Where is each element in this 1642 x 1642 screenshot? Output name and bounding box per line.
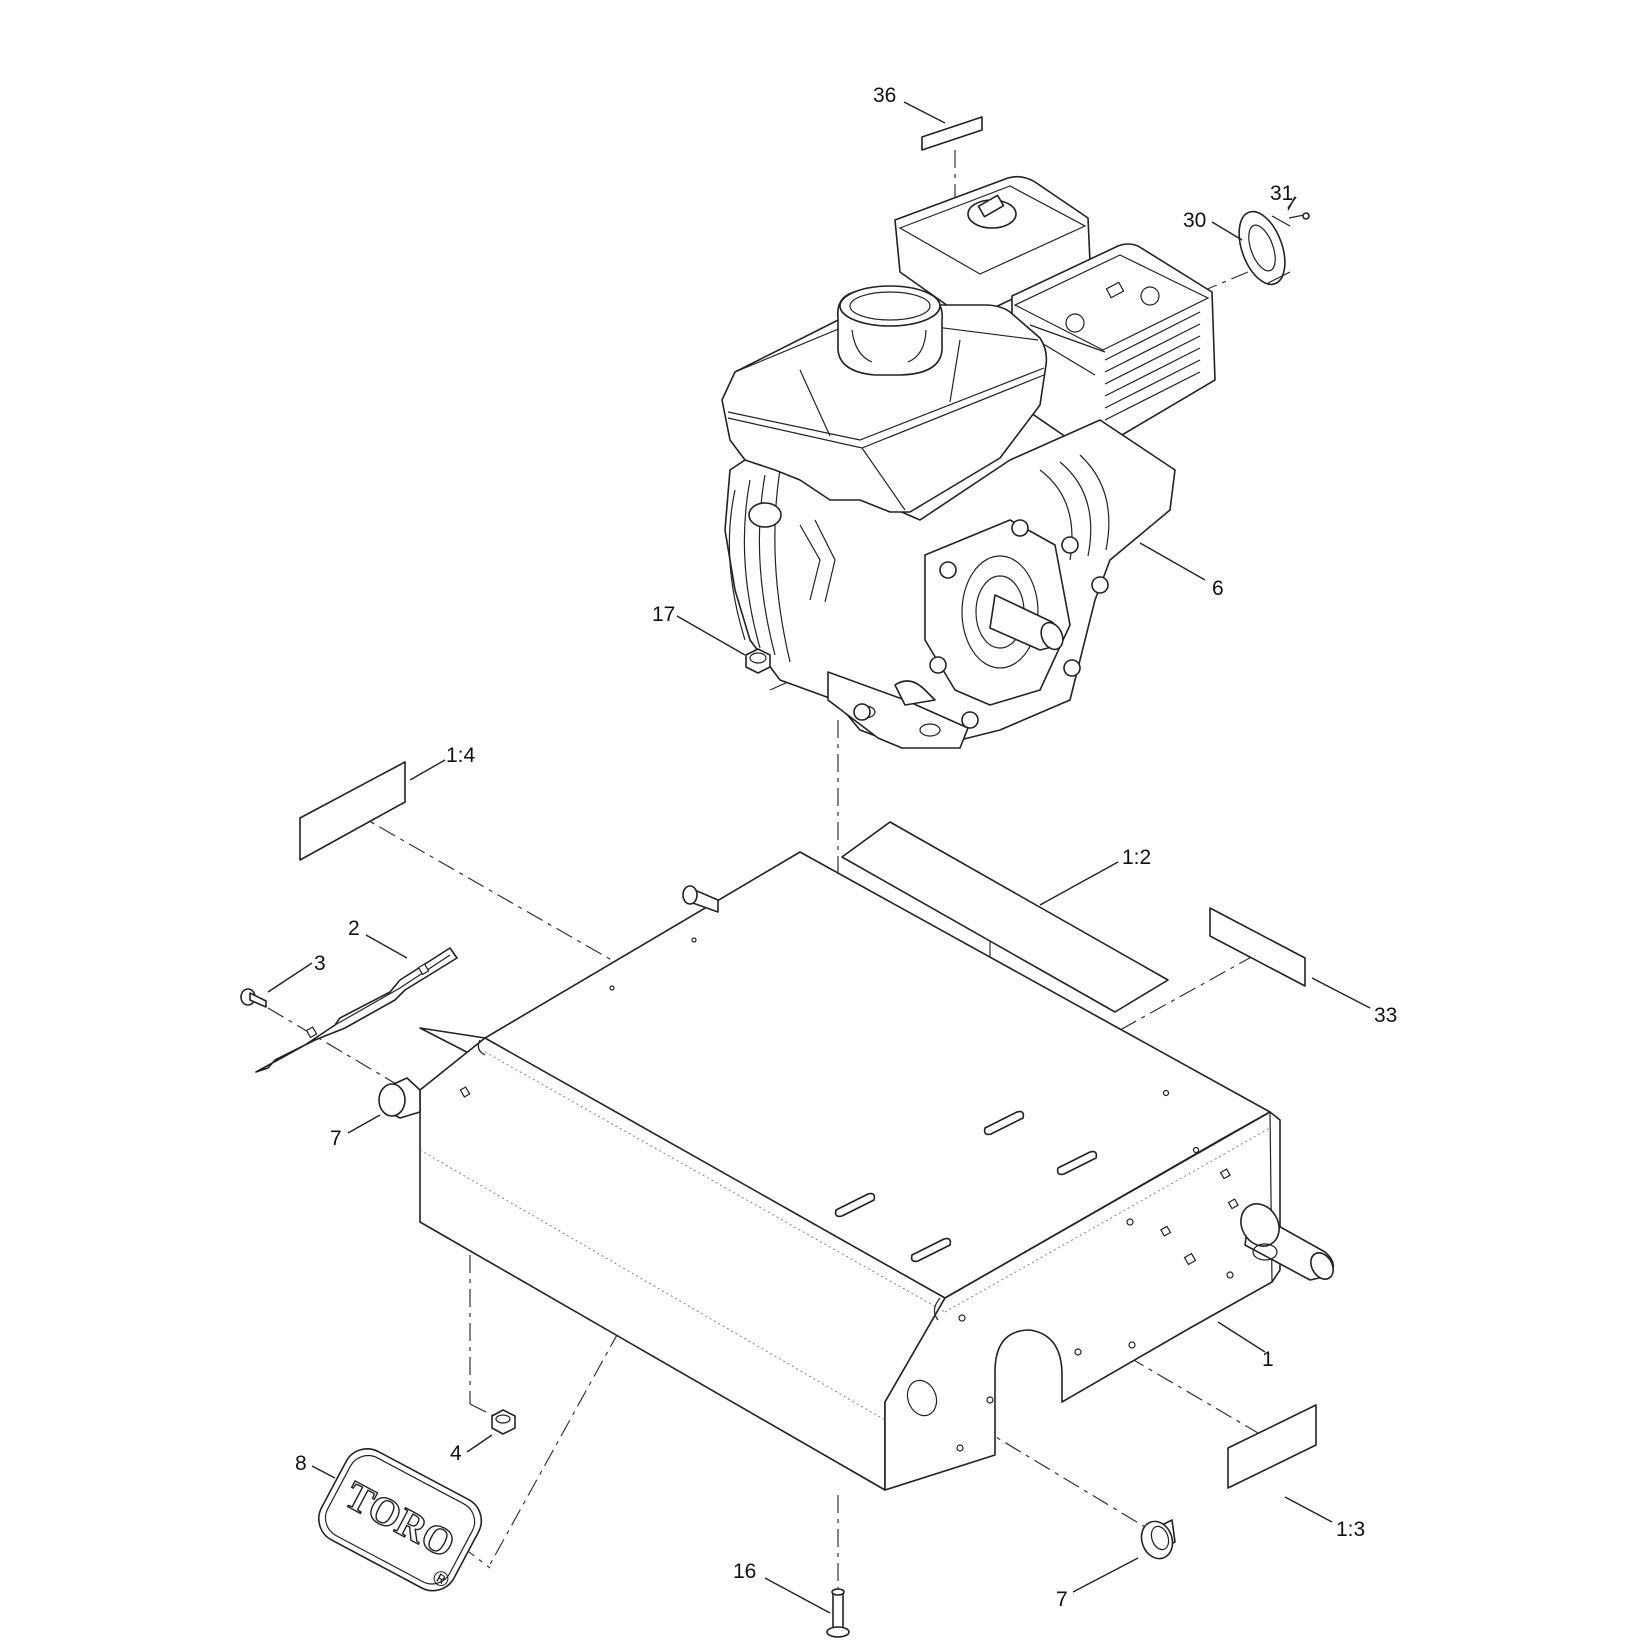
callout-1-2: 1:2 [1122,846,1151,869]
callout-16: 16 [733,1560,756,1583]
screw-31 [1288,212,1310,220]
callout-17: 17 [652,603,675,626]
decal-36 [921,116,983,151]
callout-7-right: 7 [1056,1588,1068,1611]
callout-2: 2 [348,917,360,940]
callout-30: 30 [1183,209,1206,232]
nut-17 [745,648,771,674]
callout-31: 31 [1270,182,1293,205]
callout-7-left: 7 [330,1127,342,1150]
housing-slots [834,1110,1098,1263]
bracket-2 [255,947,458,1073]
leader-lines [267,101,1371,1614]
housing-1 [419,851,1281,1491]
gasket-30 [1238,210,1291,286]
callout-36: 36 [873,84,896,107]
bushing-7-left [378,1077,421,1119]
callout-3: 3 [314,952,326,975]
callout-8: 8 [295,1452,307,1475]
callout-1-3: 1:3 [1336,1518,1365,1541]
decal-1-2 [841,821,1169,1013]
bolt-16 [826,1588,850,1638]
decal-1-3 [1227,1404,1317,1489]
engine-6 [721,175,1216,749]
callout-1: 1 [1262,1348,1274,1371]
callout-33: 33 [1374,1004,1397,1027]
toro-logo-plate-8: TORO ® [318,1448,483,1593]
decal-1-4 [299,761,406,861]
callout-labels: 36 31 30 6 17 1:4 1:2 2 3 33 7 1 4 8 1:3… [295,84,1397,1611]
screw-3 [240,988,267,1008]
bushing-7-right [1140,1519,1176,1560]
callout-6: 6 [1212,577,1224,600]
nut-4 [491,1409,516,1435]
axle-shaft-right [1240,1203,1335,1281]
muffler-vents [1019,311,1201,421]
decal-33 [1209,907,1306,987]
callout-4: 4 [450,1442,462,1465]
callout-1-4: 1:4 [446,744,476,767]
